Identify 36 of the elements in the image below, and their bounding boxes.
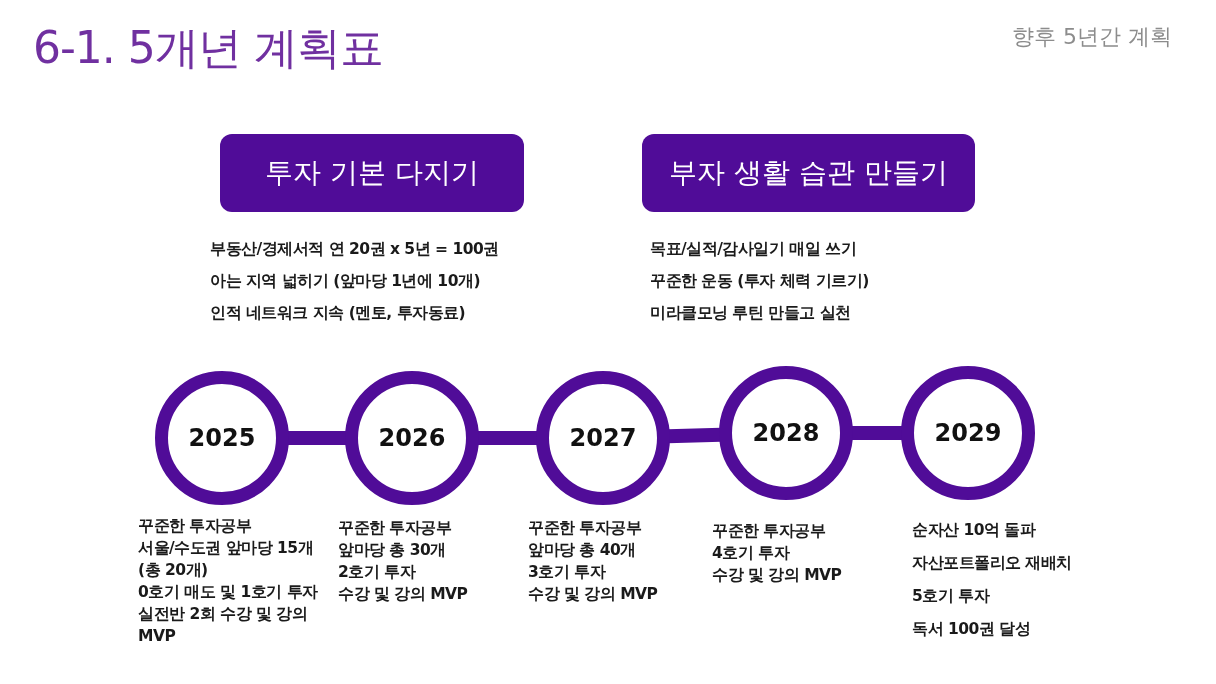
year-circle: 2028	[719, 366, 853, 500]
goal-text: 인적 네트워크 지속 (멘토, 투자동료)	[210, 303, 466, 324]
milestone-note: 자산포트폴리오 재배치	[912, 553, 1072, 574]
year-circle: 2027	[536, 371, 670, 505]
milestone-note: 4호기 투자	[712, 543, 790, 564]
milestone-note: 0호기 매도 및 1호기 투자	[138, 582, 318, 603]
page-title: 6-1. 5개년 계획표	[33, 21, 383, 75]
year-circle: 2029	[901, 366, 1035, 500]
milestone-note: 꾸준한 투자공부	[338, 518, 452, 539]
milestone-note: 실전반 2회 수강 및 강의 MVP	[138, 604, 309, 647]
milestone-note: 앞마당 총 30개	[338, 540, 446, 561]
connector-line	[667, 427, 722, 444]
milestone-note: 수강 및 강의 MVP	[338, 584, 468, 605]
milestone-note: 수강 및 강의 MVP	[712, 565, 842, 586]
year-circle: 2026	[345, 371, 479, 505]
goal-text: 꾸준한 운동 (투자 체력 기르기)	[650, 271, 869, 292]
milestone-note: 앞마당 총 40개	[528, 540, 636, 561]
milestone-note: 꾸준한 투자공부	[712, 521, 826, 542]
phase-banner: 부자 생활 습관 만들기	[642, 134, 975, 212]
milestone-note: 2호기 투자	[338, 562, 416, 583]
milestone-note: 5호기 투자	[912, 586, 990, 607]
milestone-note: 독서 100권 달성	[912, 619, 1031, 640]
connector-line	[477, 431, 538, 445]
goal-text: 아는 지역 넓히기 (앞마당 1년에 10개)	[210, 271, 480, 292]
header-note: 향후 5년간 계획	[1012, 23, 1172, 51]
milestone-note: 꾸준한 투자공부	[528, 518, 642, 539]
goal-text: 목표/실적/감사일기 매일 쓰기	[650, 239, 857, 260]
milestone-note: 순자산 10억 돌파	[912, 520, 1036, 541]
milestone-note: 꾸준한 투자공부	[138, 516, 252, 537]
goal-text: 미라클모닝 루틴 만들고 실천	[650, 303, 851, 324]
milestone-note: 수강 및 강의 MVP	[528, 584, 658, 605]
goal-text: 부동산/경제서적 연 20권 x 5년 = 100권	[210, 239, 499, 260]
phase-banner: 투자 기본 다지기	[220, 134, 524, 212]
milestone-note: 서울/수도권 앞마당 15개 (총 20개)	[138, 538, 315, 581]
year-circle: 2025	[155, 371, 289, 505]
milestone-note: 3호기 투자	[528, 562, 606, 583]
